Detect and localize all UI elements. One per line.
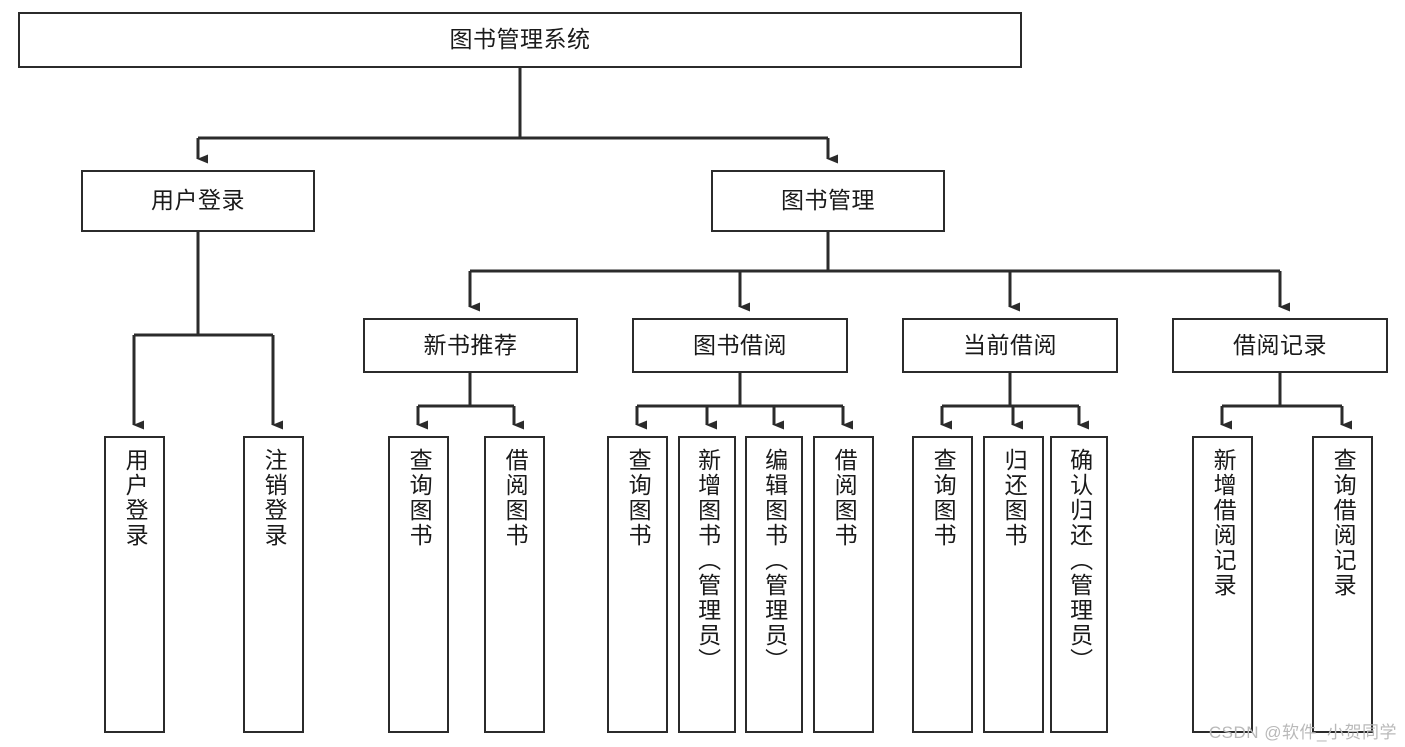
node-label: 当前借阅 [963,331,1057,358]
node-label: 编辑图书（管理员） [761,448,788,673]
leaf-query-book-1[interactable]: 查询图书 [388,436,449,733]
node-borrow-records[interactable]: 借阅记录 [1172,318,1388,373]
node-label: 查询图书 [930,448,957,548]
leaf-query-book-2[interactable]: 查询图书 [607,436,668,733]
node-book-management[interactable]: 图书管理 [711,170,945,232]
node-label: 借阅图书 [502,448,529,548]
leaf-logout[interactable]: 注销登录 [243,436,304,733]
node-label: 确认归还（管理员） [1066,448,1093,673]
node-label: 图书管理系统 [449,26,591,53]
leaf-user-login[interactable]: 用户登录 [104,436,165,733]
node-label: 借阅图书 [831,448,858,548]
leaf-return-book[interactable]: 归还图书 [983,436,1044,733]
node-book-borrowing[interactable]: 图书借阅 [632,318,848,373]
node-label: 新书推荐 [423,331,518,358]
node-root-system[interactable]: 图书管理系统 [18,12,1022,68]
node-label: 查询图书 [625,448,652,548]
watermark: CSDN @软件_小贺同学 [1208,723,1397,742]
node-label: 图书借阅 [693,331,787,358]
leaf-query-borrow-record[interactable]: 查询借阅记录 [1312,436,1373,733]
node-current-borrowing[interactable]: 当前借阅 [902,318,1118,373]
node-label: 查询图书 [406,448,433,548]
leaf-confirm-return-admin[interactable]: 确认归还（管理员） [1050,436,1108,733]
node-label: 新增图书（管理员） [694,448,721,673]
node-label: 用户登录 [122,448,149,548]
node-user-login[interactable]: 用户登录 [81,170,315,232]
leaf-add-borrow-record[interactable]: 新增借阅记录 [1192,436,1253,733]
node-new-book-recommendation[interactable]: 新书推荐 [363,318,578,373]
leaf-query-book-3[interactable]: 查询图书 [912,436,973,733]
node-label: 查询借阅记录 [1330,448,1357,598]
node-label: 借阅记录 [1233,331,1327,358]
leaf-edit-book-admin[interactable]: 编辑图书（管理员） [745,436,803,733]
node-label: 用户登录 [151,187,245,214]
node-label: 归还图书 [1001,448,1028,548]
leaf-add-book-admin[interactable]: 新增图书（管理员） [678,436,736,733]
node-label: 图书管理 [781,187,875,214]
leaf-borrow-book-1[interactable]: 借阅图书 [484,436,545,733]
node-label: 注销登录 [261,448,288,548]
node-label: 新增借阅记录 [1210,448,1237,598]
leaf-borrow-book-2[interactable]: 借阅图书 [813,436,874,733]
